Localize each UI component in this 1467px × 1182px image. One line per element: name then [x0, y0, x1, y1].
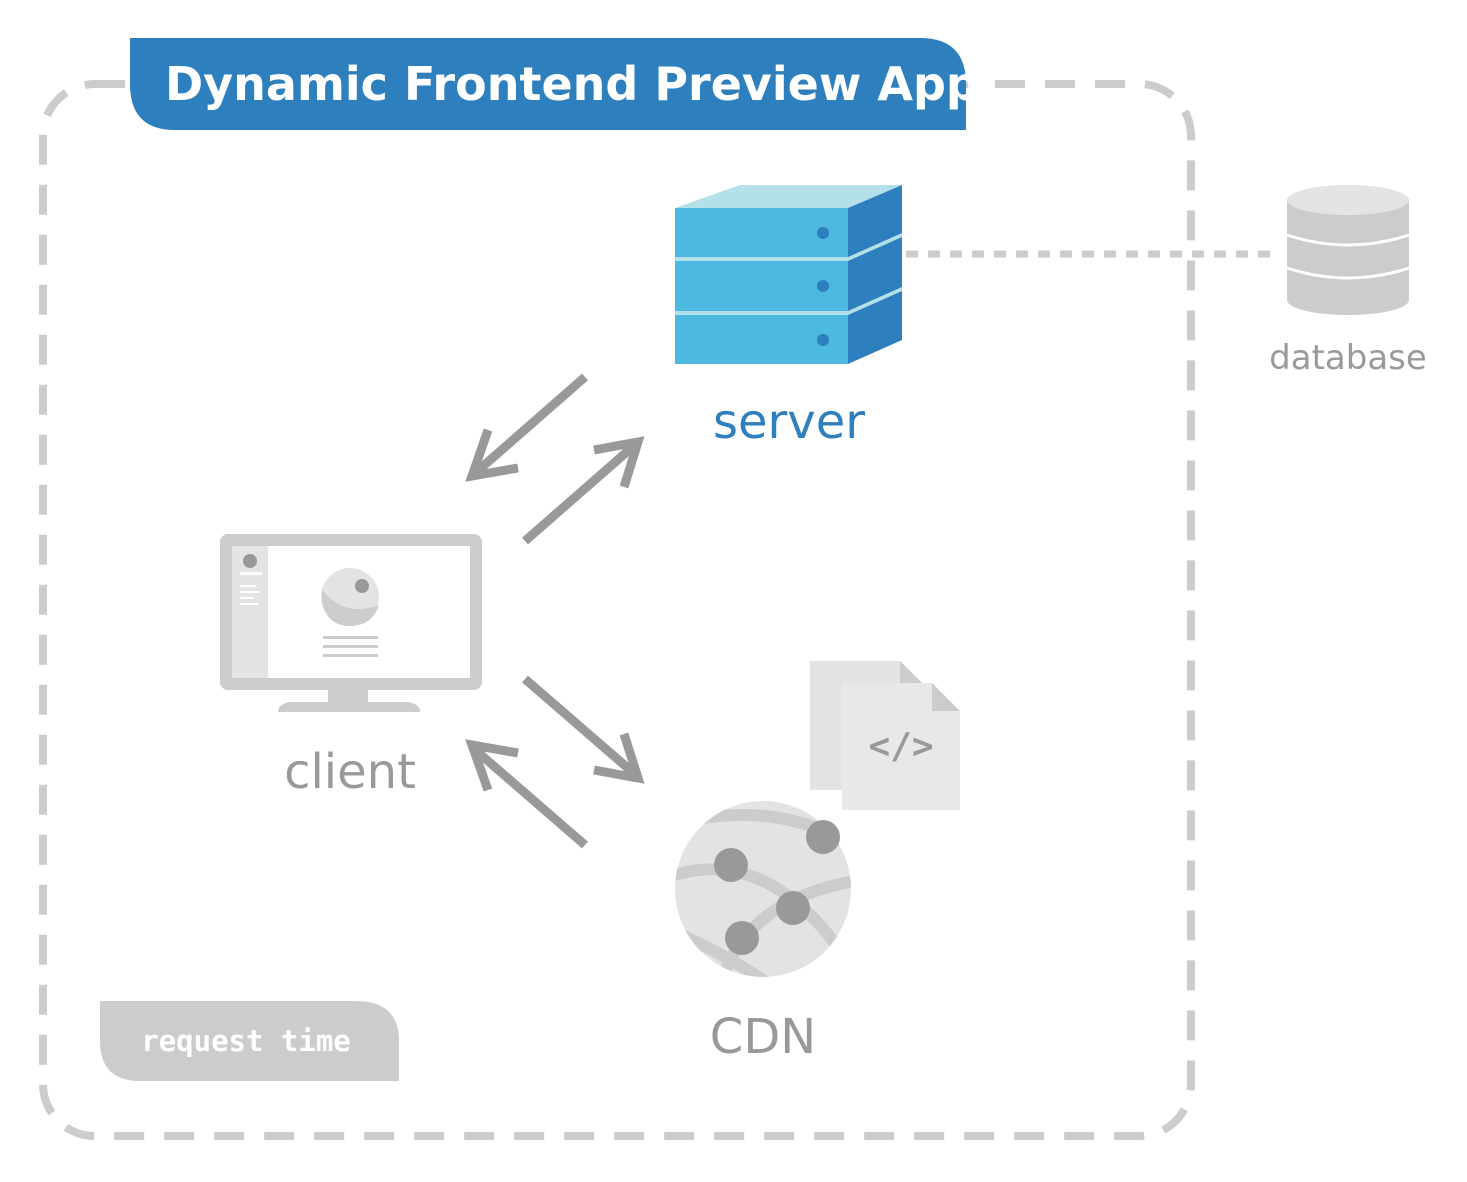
- code-symbol: </>: [868, 726, 933, 767]
- database-label: database: [1269, 338, 1427, 378]
- arrow-client-to-cdn: [522, 675, 645, 784]
- cdn-label: CDN: [710, 1009, 816, 1065]
- arrow-client-to-server: [522, 436, 645, 545]
- arrow-server-to-client: [465, 373, 588, 482]
- client-label: client: [284, 744, 416, 800]
- title-banner: Dynamic Frontend Preview App: [130, 38, 979, 130]
- page-title: Dynamic Frontend Preview App: [165, 57, 979, 111]
- code-files-icon: </>: [810, 661, 960, 810]
- badge-label: request time: [141, 1024, 351, 1058]
- arrow-cdn-to-client: [465, 739, 588, 849]
- server-label: server: [713, 394, 865, 450]
- client-monitor-icon: [220, 534, 482, 712]
- request-time-badge: request time: [100, 1001, 399, 1081]
- cdn-globe-icon: [675, 801, 851, 977]
- server-icon: [675, 185, 902, 364]
- database-icon: [1286, 185, 1410, 315]
- app-boundary: [39, 80, 1195, 1140]
